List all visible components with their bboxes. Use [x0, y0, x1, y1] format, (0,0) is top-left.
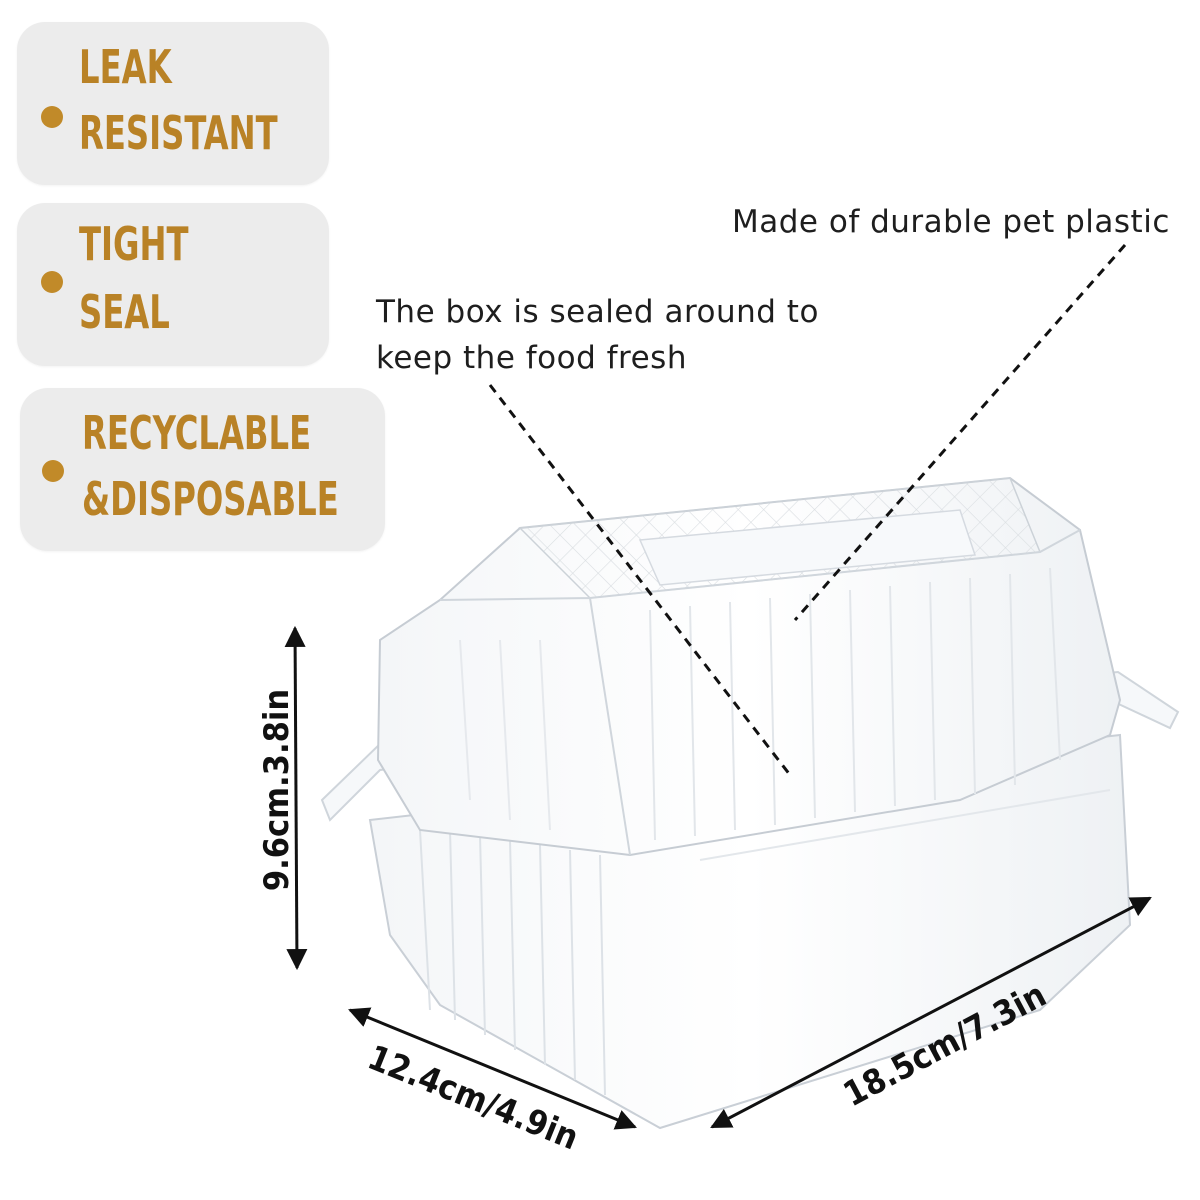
length-arrow — [710, 896, 1152, 1129]
width-arrow — [348, 1007, 637, 1130]
badge-line: RECYCLABLE — [82, 406, 312, 460]
height-label: 9.6cm.3.8in — [257, 688, 297, 892]
badge-line: RESISTANT — [79, 106, 278, 160]
feature-badge-leak-resistant: LEAK RESISTANT — [17, 22, 329, 185]
badge-line: &DISPOSABLE — [82, 472, 339, 526]
bullet-dot-icon — [41, 106, 63, 128]
badge-line: SEAL — [79, 285, 170, 339]
callout-sealed-line1: The box is sealed around to — [376, 294, 819, 330]
bullet-dot-icon — [41, 271, 63, 293]
feature-badge-tight-seal: TIGHT SEAL — [17, 203, 329, 366]
badge-line: TIGHT — [79, 217, 189, 271]
badge-line: LEAK — [79, 40, 172, 94]
callout-material: Made of durable pet plastic — [732, 204, 1170, 240]
leader-line-sealed — [488, 384, 792, 776]
leader-line-material — [793, 244, 1127, 621]
feature-badge-recyclable: RECYCLABLE &DISPOSABLE — [20, 388, 385, 551]
bullet-dot-icon — [42, 460, 64, 482]
container-lid — [376, 476, 1122, 857]
callout-sealed-line2: keep the food fresh — [376, 340, 687, 376]
height-arrow — [284, 625, 308, 971]
